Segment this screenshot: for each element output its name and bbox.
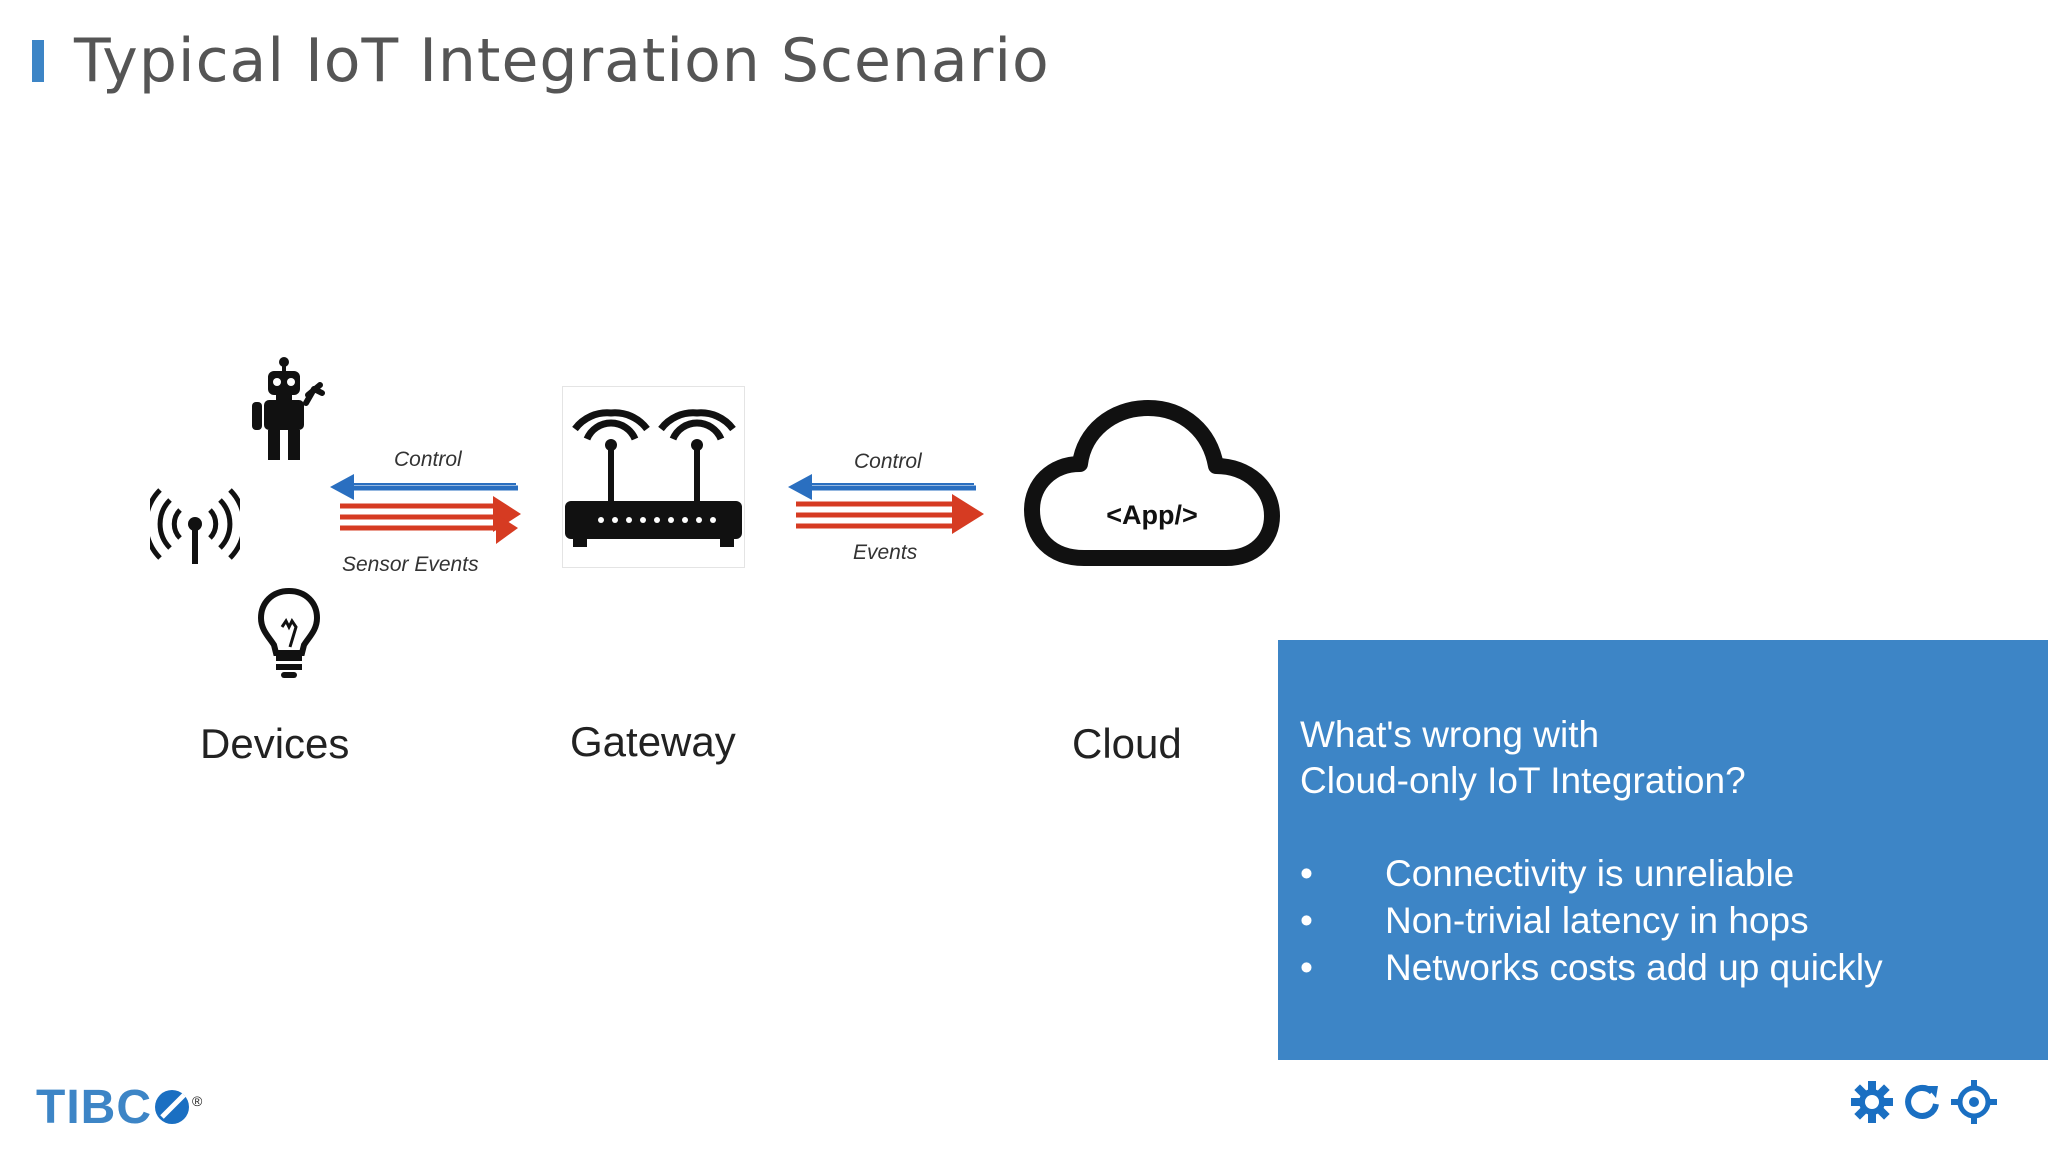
bullet-icon: • bbox=[1300, 853, 1313, 894]
panel-heading-line2: Cloud-only IoT Integration? bbox=[1300, 760, 1746, 801]
slide-title: Typical IoT Integration Scenario bbox=[74, 26, 1050, 96]
lightbulb-icon bbox=[257, 587, 321, 678]
edge-label-control-cloud: Control bbox=[854, 450, 922, 473]
edge-label-control-devices: Control bbox=[394, 448, 462, 471]
list-item: •Networks costs add up quickly bbox=[1300, 944, 1883, 991]
devices-gateway-arrows bbox=[330, 474, 521, 544]
list-item: •Non-trivial latency in hops bbox=[1300, 897, 1883, 944]
gateway-cloud-arrows bbox=[788, 474, 984, 534]
gateway-label: Gateway bbox=[570, 718, 736, 765]
crosshair-icon bbox=[1950, 1080, 1997, 1124]
cloud-label: Cloud bbox=[1072, 720, 1182, 767]
cloud-app-text: <App/> bbox=[1106, 500, 1198, 530]
gateway-router-frame bbox=[562, 386, 745, 568]
wifi-router-icon bbox=[565, 409, 742, 547]
panel-heading-line1: What's wrong with bbox=[1300, 714, 1600, 755]
cloud-icon: <App/> bbox=[1024, 400, 1280, 566]
panel-bullet-list: •Connectivity is unreliable •Non-trivial… bbox=[1300, 850, 1883, 991]
footer-icon-group bbox=[1850, 1080, 1997, 1129]
devices-label: Devices bbox=[200, 720, 350, 767]
title-accent-bar bbox=[32, 40, 44, 82]
bullet-icon: • bbox=[1300, 947, 1313, 988]
tibco-logo: TIBC ® bbox=[36, 1080, 203, 1135]
edge-label-events: Events bbox=[853, 541, 918, 564]
bullet-icon: • bbox=[1300, 900, 1313, 941]
edge-label-sensor-events: Sensor Events bbox=[342, 553, 479, 576]
logo-o-icon bbox=[154, 1090, 189, 1124]
registered-mark: ® bbox=[191, 1093, 204, 1109]
wireless-antenna-icon bbox=[150, 488, 240, 564]
gear-icon bbox=[1851, 1081, 1893, 1123]
refresh-icon bbox=[1905, 1084, 1940, 1119]
panel-heading: What's wrong with Cloud-only IoT Integra… bbox=[1300, 712, 1746, 804]
info-panel: What's wrong with Cloud-only IoT Integra… bbox=[1278, 640, 2048, 1060]
logo-text: TIBC bbox=[36, 1081, 152, 1134]
robot-icon bbox=[252, 357, 325, 460]
list-item: •Connectivity is unreliable bbox=[1300, 850, 1883, 897]
